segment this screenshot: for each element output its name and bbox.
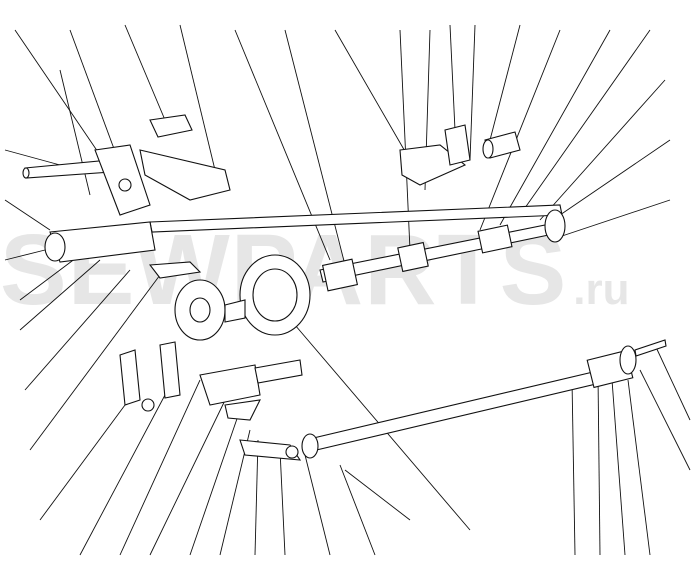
- leader-line: [254, 439, 259, 556]
- leader-line: [549, 199, 671, 241]
- leader-line: [119, 379, 201, 556]
- leader-line: [627, 379, 651, 556]
- part-detail: [252, 268, 298, 322]
- lower-bushing: [301, 433, 319, 459]
- lever-plate: [119, 349, 141, 406]
- part-detail: [619, 345, 637, 375]
- leader-line: [597, 374, 601, 556]
- leader-line: [449, 24, 456, 131]
- leader-line: [149, 389, 231, 556]
- rod-end: [22, 167, 30, 179]
- leader-line: [29, 274, 161, 451]
- hook-part: [444, 124, 471, 166]
- part-detail: [285, 445, 299, 459]
- leader-line: [469, 24, 476, 161]
- leader-line: [539, 79, 666, 221]
- part-detail: [224, 299, 246, 323]
- part-detail: [634, 339, 667, 357]
- clamp-body: [199, 364, 261, 406]
- leader-line: [279, 449, 286, 556]
- knob: [141, 398, 155, 412]
- lever-link: [159, 341, 181, 399]
- end-bushing: [544, 209, 566, 243]
- leader-line: [4, 149, 61, 166]
- part-detail: [189, 297, 211, 323]
- crank-hole: [118, 178, 132, 192]
- leader-line: [189, 409, 241, 556]
- cam-plate: [224, 399, 261, 421]
- leader-line: [344, 469, 411, 521]
- leader-line: [69, 29, 121, 166]
- leader-line: [571, 379, 576, 556]
- leader-line: [19, 259, 101, 331]
- middle-shaft: [319, 221, 564, 283]
- leader-line: [14, 29, 101, 156]
- leader-line: [304, 454, 331, 556]
- collar-2: [397, 241, 429, 273]
- leader-line: [59, 69, 91, 196]
- leader-line: [19, 254, 81, 301]
- lower-shaft: [304, 367, 614, 453]
- leader-line: [124, 24, 166, 121]
- collar-3: [477, 224, 513, 254]
- leader-line: [24, 269, 131, 391]
- leader-line: [639, 369, 691, 471]
- leader-line: [4, 199, 51, 231]
- leader-line: [4, 249, 46, 261]
- leader-line: [479, 29, 561, 231]
- leader-line: [489, 24, 521, 141]
- fork-lever: [139, 149, 231, 201]
- left-bracket: [49, 221, 156, 263]
- collar-1: [321, 258, 359, 292]
- leader-line: [559, 139, 671, 216]
- clamp-arm: [254, 359, 303, 384]
- short-rod: [24, 159, 112, 179]
- part-detail: [482, 139, 494, 159]
- leader-line: [79, 394, 166, 556]
- bushing-left: [44, 232, 66, 262]
- mount-plate: [149, 114, 193, 138]
- crank-link: [239, 439, 302, 461]
- leader-line: [611, 379, 626, 556]
- leader-line: [39, 404, 126, 521]
- leader-line: [179, 24, 216, 171]
- leader-line: [654, 344, 691, 421]
- leader-line: [339, 464, 376, 556]
- leader-line: [519, 29, 651, 216]
- leader-line: [334, 29, 411, 161]
- link-plate: [148, 261, 202, 279]
- leader-line: [499, 29, 611, 226]
- leader-line: [284, 29, 346, 266]
- leader-lines: [4, 24, 691, 556]
- parts: [22, 114, 667, 461]
